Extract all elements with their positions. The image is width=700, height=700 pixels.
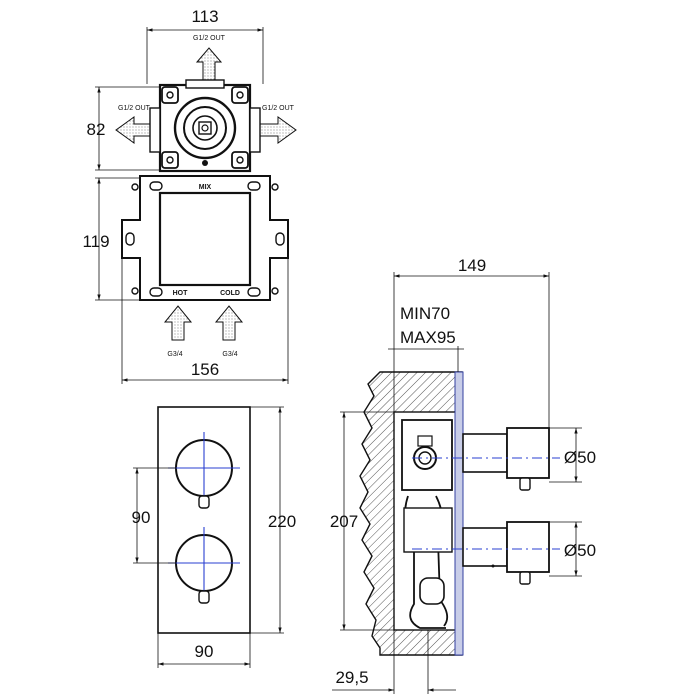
dimension-149-label: 149 (458, 256, 486, 275)
dimension-113-label: 113 (191, 7, 218, 26)
upper-spindle (462, 433, 508, 473)
cold-label: COLD (220, 290, 240, 297)
top-view: 113 G1/2 OUT 82 G1/2 OUT G1/2 OUT (87, 7, 297, 173)
frame-opening (158, 191, 252, 287)
wall-surface (454, 371, 464, 656)
dimension-82-label: 82 (87, 120, 106, 139)
inlet-cold-arrow-icon (214, 305, 244, 341)
front-view: 90 220 90 (132, 406, 296, 668)
upper-lever (198, 495, 210, 509)
dimension-207-label: 207 (330, 512, 358, 531)
diam-top-label: Ø50 (564, 448, 596, 467)
outlet-left-label: G1/2 OUT (118, 105, 151, 112)
valve-body-section (401, 419, 453, 629)
dimension-90-width-label: 90 (195, 642, 214, 661)
max-depth-label: MAX95 (400, 328, 456, 347)
lower-lever (198, 590, 210, 604)
hot-label: HOT (173, 290, 189, 297)
diam-bottom-label: Ø50 (564, 541, 596, 560)
dimension-220-label: 220 (268, 512, 296, 531)
inlet-hot-arrow-icon (163, 305, 193, 341)
lower-handle (506, 521, 550, 573)
lower-spindle (462, 527, 508, 567)
inlet-hot-label: G3/4 (167, 351, 182, 358)
outlet-right-arrow-icon (255, 116, 297, 144)
dimension-29-5-label: 29,5 (335, 668, 368, 687)
valve-body (149, 79, 261, 173)
frame-view: 119 MIX HOT COLD G3/4 G3/4 156 (82, 175, 289, 384)
outlet-right-label: G1/2 OUT (262, 105, 295, 112)
dimension-119-label: 119 (82, 232, 109, 251)
side-view: 149 MIN70 MAX95 207 Ø50 Ø50 29,5 (330, 256, 596, 694)
upper-handle (506, 427, 550, 479)
dimension-90-spacing-label: 90 (132, 508, 151, 527)
mix-label: MIX (199, 184, 212, 191)
dimension-156-label: 156 (191, 360, 219, 379)
min-depth-label: MIN70 (400, 304, 450, 323)
outlet-top-arrow-icon (195, 47, 223, 85)
outlet-top-label: G1/2 OUT (193, 35, 226, 42)
inlet-cold-label: G3/4 (222, 351, 237, 358)
